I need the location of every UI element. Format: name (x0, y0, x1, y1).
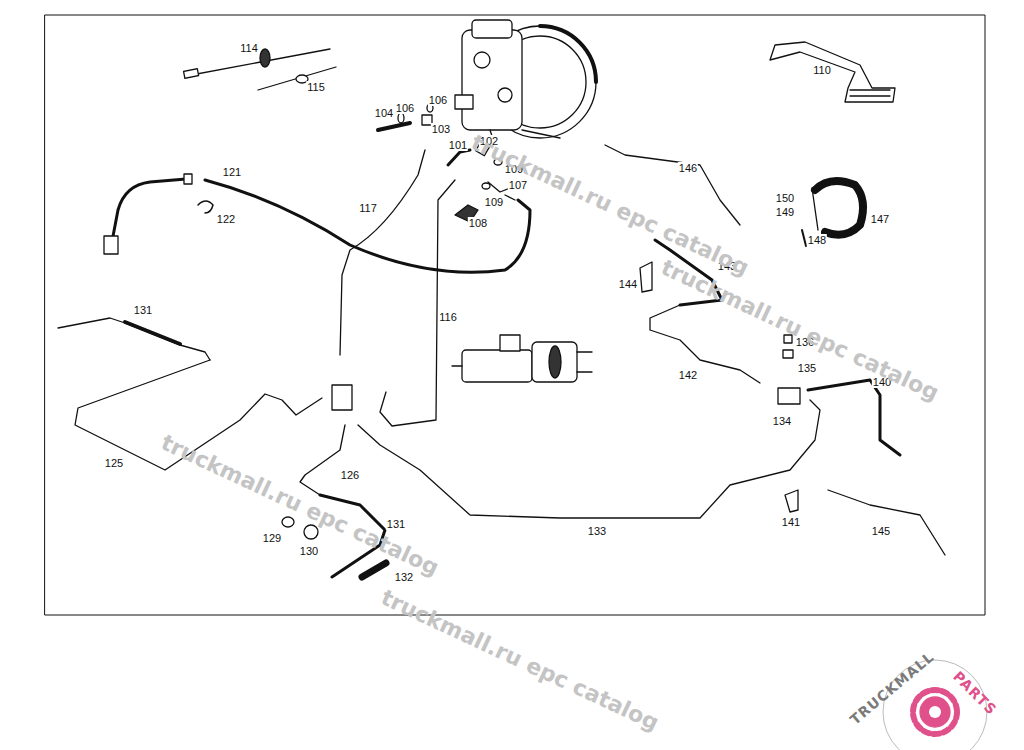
callout-number: 131 (133, 304, 153, 316)
brake-line (828, 490, 945, 555)
callout-number: 125 (104, 457, 124, 469)
callout-number: 129 (262, 532, 282, 544)
disc (260, 49, 270, 67)
logo-text: TRUCKMALL (847, 648, 937, 727)
callout-number: 117 (358, 202, 378, 214)
callout-number: 131 (386, 518, 406, 530)
callout-number: 145 (871, 525, 891, 537)
callout-number: 132 (394, 571, 414, 583)
callout-number: 106 (428, 94, 448, 106)
callout-number: 116 (438, 311, 458, 323)
callout-number: 106 (395, 102, 415, 114)
callout-number: 130 (299, 545, 319, 557)
watermark: truckmall.ru epc catalog (467, 130, 752, 281)
callout-number: 147 (870, 213, 890, 225)
callout-number: 121 (222, 166, 242, 178)
callout-number: 126 (340, 469, 360, 481)
booster (455, 20, 596, 145)
callout-number: 108 (468, 217, 488, 229)
brake-line (358, 400, 820, 518)
brake-line (340, 150, 425, 355)
watermark: truckmall.ru epc catalog (377, 585, 662, 736)
t-fitting (778, 388, 800, 404)
brake-line (380, 180, 455, 426)
t-fitting (332, 385, 352, 410)
frame (45, 15, 985, 615)
callout-number: 122 (216, 213, 236, 225)
callout-number: 148 (807, 234, 827, 246)
callout-number: 110 (812, 64, 832, 76)
callout-number: 109 (484, 196, 504, 208)
bracket (770, 42, 895, 102)
callout-number: 144 (618, 278, 638, 290)
watermark: truckmall.ru epc catalog (157, 430, 442, 581)
hose-piece (362, 563, 386, 577)
callout-number: 114 (239, 42, 259, 54)
callout-number: 101 (448, 139, 468, 151)
callout-number: 141 (781, 516, 801, 528)
callout-number: 107 (508, 179, 528, 191)
hose (110, 179, 186, 252)
callout-number: 142 (678, 369, 698, 381)
callout-number: 135 (797, 362, 817, 374)
logo-text: PARTS (950, 668, 1000, 718)
hose (205, 180, 530, 272)
callout-number: 149 (775, 206, 795, 218)
callout-number: 103 (431, 123, 451, 135)
callout-number: 104 (374, 107, 394, 119)
callout-number: 134 (772, 415, 792, 427)
callout-number: 150 (775, 192, 795, 204)
brake-line (58, 318, 210, 360)
watermark: truckmall.ru epc catalog (657, 255, 942, 406)
brake-line (300, 425, 345, 495)
callout-number: 133 (587, 525, 607, 537)
callout-number: 146 (678, 162, 698, 174)
hose (808, 380, 900, 455)
bolt (184, 69, 199, 79)
clamp (815, 181, 863, 235)
callout-number: 115 (306, 81, 326, 93)
master-cylinder (452, 335, 592, 382)
